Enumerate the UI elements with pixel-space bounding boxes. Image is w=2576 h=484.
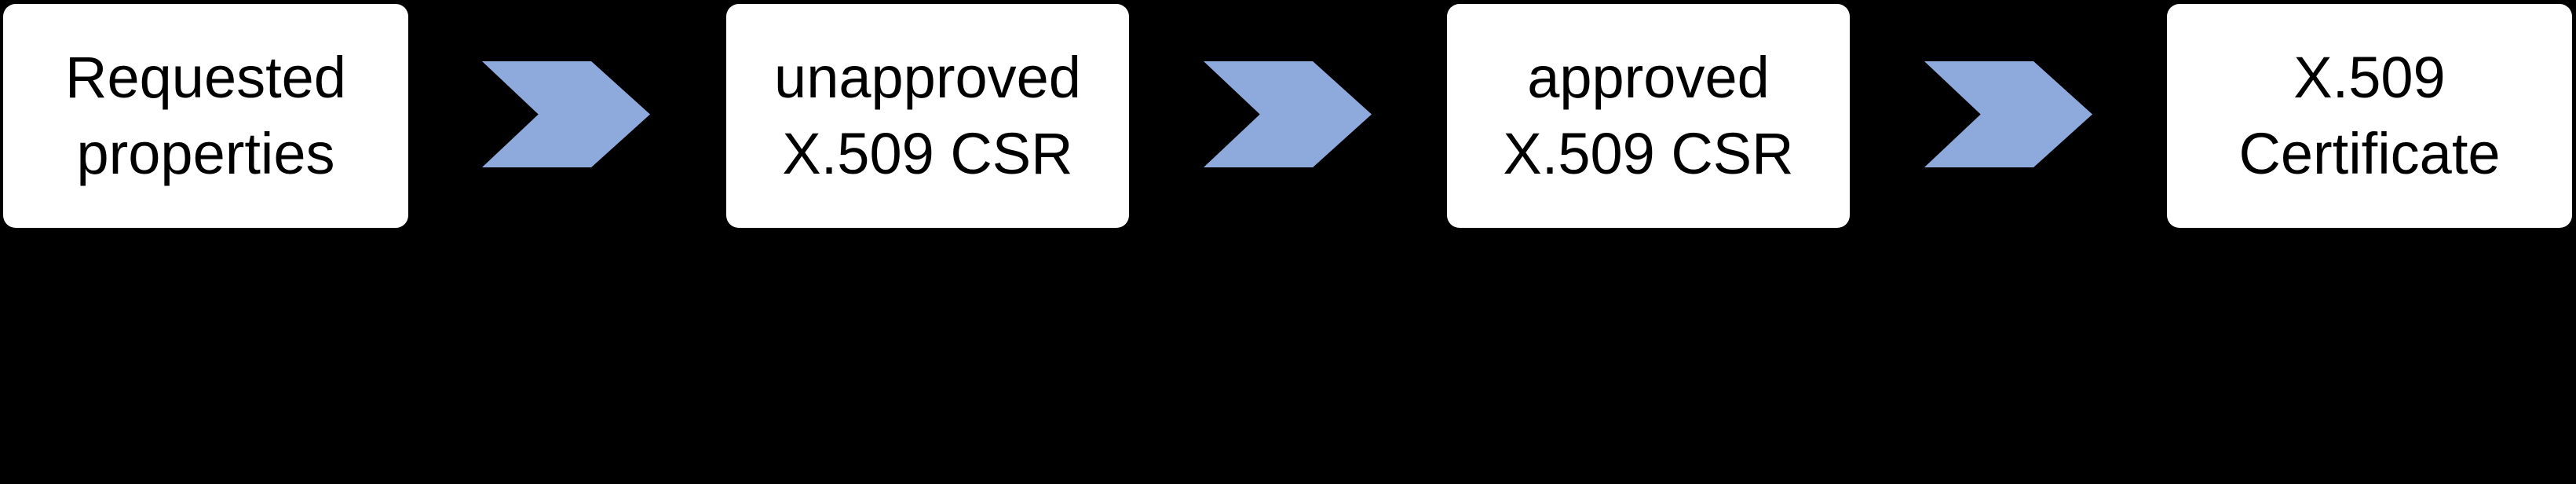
step-box-unapproved-csr: unapproved X.509 CSR [726,4,1129,228]
step-label-line: X.509 CSR [1503,120,1794,186]
step-box-requested-properties: Requested properties [3,4,408,228]
step-label-line: unapproved [774,45,1081,111]
step-label-line: Certificate [2238,120,2501,186]
step-label: X.509 Certificate [2238,40,2500,191]
step-label-line: X.509 CSR [782,120,1073,186]
chevron-right-icon [1924,61,2092,167]
step-label-line: X.509 [2293,45,2446,111]
chevron-right-icon [1204,61,1372,167]
step-label-line: properties [76,120,335,186]
chevron-right-icon [482,61,650,167]
step-label-line: Requested [65,45,346,111]
step-label-line: approved [1527,45,1770,111]
step-label: approved X.509 CSR [1503,40,1793,191]
step-box-certificate: X.509 Certificate [2167,4,2572,228]
step-label: Requested properties [65,40,346,191]
step-box-approved-csr: approved X.509 CSR [1447,4,1850,228]
step-label: unapproved X.509 CSR [774,40,1081,191]
